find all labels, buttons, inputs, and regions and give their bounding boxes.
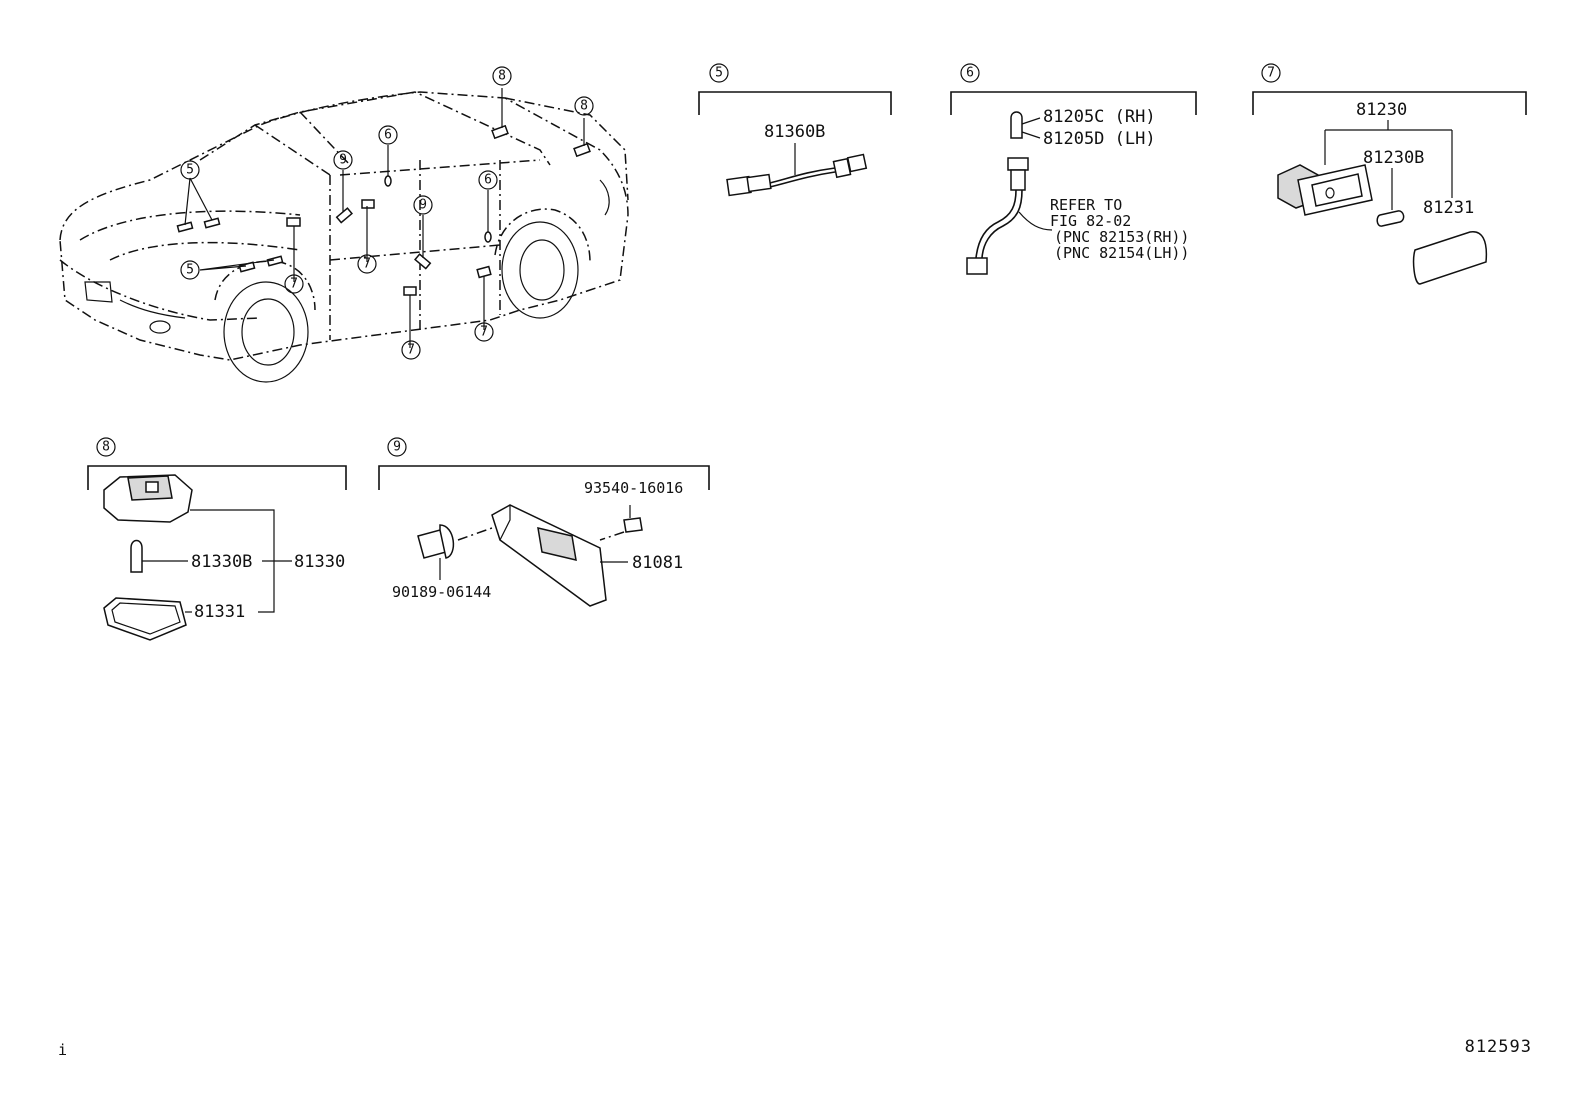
- svg-text:7: 7: [480, 325, 488, 340]
- car-callout-7d: 7: [474, 322, 494, 342]
- part-81360B-harness: [726, 153, 868, 197]
- part-81231-label: 81231: [1423, 198, 1474, 218]
- part-81230B-bulb: [1376, 210, 1405, 227]
- rear-wheel: [501, 221, 579, 319]
- svg-text:6: 6: [384, 128, 392, 143]
- part-81330-assembly: [103, 474, 193, 523]
- svg-text:7: 7: [407, 343, 415, 358]
- part-81331-lens: [103, 597, 187, 641]
- corner-mark: i: [58, 1041, 68, 1059]
- part-81205C-label: 81205C (RH): [1043, 107, 1156, 127]
- car-windshield: [254, 111, 541, 176]
- car-callout-7c: 7: [401, 340, 421, 360]
- svg-text:5: 5: [186, 163, 194, 178]
- svg-text:9: 9: [419, 198, 427, 213]
- part-81230B-label: 81230B: [1363, 148, 1424, 168]
- group-8-bracket: [87, 465, 347, 490]
- part-93540-label: 93540-16016: [584, 479, 683, 497]
- group-9: 9 93540-16016 81081 90189-06144: [378, 437, 710, 607]
- car-callout-7b: 7: [357, 254, 377, 274]
- svg-text:6: 6: [484, 173, 492, 188]
- part-81081-label: 81081: [632, 553, 683, 573]
- car-callout-5b: 5: [180, 260, 200, 280]
- group-7: 7 81230 81230B 81231: [1252, 63, 1527, 285]
- svg-text:8: 8: [580, 99, 588, 114]
- part-93540-screw: [599, 505, 643, 541]
- svg-text:6: 6: [966, 66, 974, 81]
- svg-text:5: 5: [186, 263, 194, 278]
- group-8-callout: 8: [96, 437, 116, 457]
- car-callout-8b: 8: [574, 96, 594, 116]
- car-callout-5a: 5: [180, 160, 200, 180]
- svg-text:9: 9: [339, 153, 347, 168]
- car-hood-line: [79, 210, 301, 261]
- car-callout-9b: 9: [413, 195, 433, 215]
- bulb-81205: [1010, 111, 1023, 139]
- svg-text:7: 7: [1267, 66, 1275, 81]
- part-81081-switch: [491, 504, 607, 607]
- refer-line-3: (PNC 82153(RH)): [1054, 228, 1189, 246]
- svg-text:7: 7: [290, 277, 298, 292]
- front-wheel: [223, 281, 309, 383]
- svg-text:8: 8: [498, 69, 506, 84]
- part-81330B-label: 81330B: [191, 552, 252, 572]
- svg-text:5: 5: [715, 66, 723, 81]
- front-wheel-hub: [241, 298, 295, 366]
- group-5-bracket: [698, 91, 892, 115]
- refer-line-2: FIG 82-02: [1050, 212, 1131, 230]
- car-rear-deck: [504, 97, 629, 201]
- svg-text:8: 8: [102, 440, 110, 455]
- group-9-callout: 9: [387, 437, 407, 457]
- group-6: 6 81205C (RH) 81205D (LH) REFER TO FIG 8…: [950, 63, 1197, 275]
- car-door-lines: [329, 160, 501, 340]
- car-front-bumper: [59, 259, 261, 321]
- car-roof-line: [199, 91, 551, 166]
- group-7-callout: 7: [1261, 63, 1281, 83]
- car-callout-8a: 8: [492, 66, 512, 86]
- part-81230-label: 81230: [1356, 100, 1407, 120]
- part-90189-clip: [417, 524, 493, 580]
- group-5: 5 81360B: [698, 63, 892, 197]
- car-body-outline: [59, 91, 629, 361]
- group-8: 8 81330B 81330 81331: [87, 437, 347, 641]
- group-5-callout: 5: [709, 63, 729, 83]
- part-81231-lens: [1412, 231, 1488, 285]
- part-81230-housing: [1277, 164, 1373, 216]
- car-overview: 5 5 6 6 7 7 7 7: [59, 66, 629, 383]
- car-callout-9a: 9: [333, 150, 353, 170]
- group-7-bracket: [1252, 91, 1527, 115]
- group-6-bracket: [950, 91, 1197, 115]
- part-81205D-label: 81205D (LH): [1043, 129, 1156, 149]
- refer-line-4: (PNC 82154(LH)): [1054, 244, 1189, 262]
- group-9-bracket: [378, 465, 710, 490]
- page-code: 812593: [1464, 1037, 1532, 1057]
- socket-harness: [966, 157, 1053, 275]
- car-callout-6b: 6: [478, 170, 498, 190]
- rear-wheel-hub: [519, 239, 565, 301]
- part-90189-label: 90189-06144: [392, 583, 491, 601]
- part-81330B-bulb: [130, 539, 143, 573]
- svg-text:9: 9: [393, 440, 401, 455]
- group-6-callout: 6: [960, 63, 980, 83]
- refer-line-1: REFER TO: [1050, 196, 1122, 214]
- part-81330-label: 81330: [294, 552, 345, 572]
- part-81331-label: 81331: [194, 602, 245, 622]
- part-81360B-label: 81360B: [764, 122, 825, 142]
- car-callout-6a: 6: [378, 125, 398, 145]
- svg-text:7: 7: [363, 257, 371, 272]
- car-callout-7a: 7: [284, 274, 304, 294]
